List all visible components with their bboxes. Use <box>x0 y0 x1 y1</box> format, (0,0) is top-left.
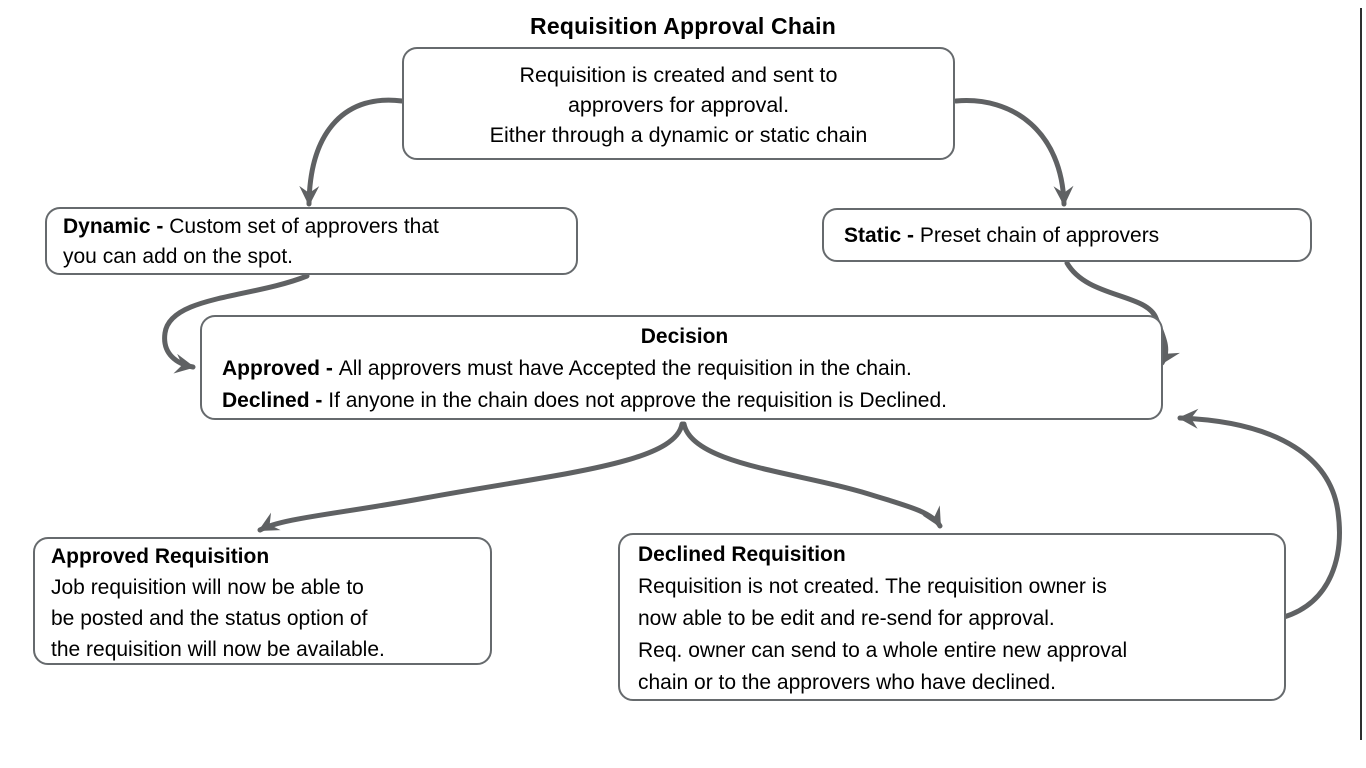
node-text-line: Static -Preset chain of approvers <box>844 220 1159 251</box>
node-text-line: Requisition is not created. The requisit… <box>638 575 1107 598</box>
node-declined-requisition: Declined Requisition Requisition is not … <box>618 533 1286 701</box>
node-text-line: Dynamic -Custom set of approvers that <box>63 212 566 242</box>
node-text-line: Job requisition will now be able to <box>51 576 364 599</box>
arrow-dynamic-to-decision <box>162 273 310 374</box>
node-term-label: Approved - <box>222 357 333 380</box>
node-heading: Declined Requisition <box>638 543 846 566</box>
node-static-chain: Static -Preset chain of approvers <box>822 208 1312 262</box>
node-text-line: Req. owner can send to a whole entire ne… <box>638 639 1128 662</box>
node-term-text: If anyone in the chain does not approve … <box>328 389 947 412</box>
arrow-start-to-static <box>953 98 1074 207</box>
node-dynamic-chain: Dynamic -Custom set of approvers that yo… <box>45 207 578 275</box>
node-term-text: Preset chain of approvers <box>919 223 1160 247</box>
node-approved-requisition: Approved Requisition Job requisition wil… <box>33 537 492 665</box>
node-decision: Decision Approved -All approvers must ha… <box>200 315 1163 420</box>
arrow-static-to-decision <box>1064 260 1180 366</box>
arrow-start-to-dynamic <box>299 97 405 207</box>
node-heading: Decision <box>640 325 729 348</box>
node-heading: Approved Requisition <box>51 545 270 568</box>
node-term-label: Declined - <box>222 389 323 412</box>
node-term-label: Dynamic - <box>63 215 164 238</box>
node-term-text: Custom set of approvers that <box>169 215 439 238</box>
arrow-decision-to-approved <box>257 421 685 533</box>
node-text-line: Approved -All approvers must have Accept… <box>222 353 1147 385</box>
node-text-line: you can add on the spot. <box>63 245 294 268</box>
node-text-line: chain or to the approvers who have decli… <box>638 671 1056 694</box>
node-text-line: the requisition will now be available. <box>51 638 385 661</box>
node-term-text: All approvers must have Accepted the req… <box>338 357 912 380</box>
node-requisition-created: Requisition is created and sent to appro… <box>402 47 955 160</box>
node-text-line: now able to be edit and re-send for appr… <box>638 607 1055 630</box>
node-text-line: approvers for approval. <box>567 93 790 117</box>
arrow-decision-to-declined <box>681 421 943 529</box>
node-text-line: Either through a dynamic or static chain <box>489 123 868 147</box>
canvas-right-edge <box>1360 8 1362 740</box>
diagram-title: Requisition Approval Chain <box>530 13 836 39</box>
node-text-line: Declined -If anyone in the chain does no… <box>222 385 1147 417</box>
node-text-line: be posted and the status option of <box>51 607 368 630</box>
arrow-declined-back-to-decision <box>1177 408 1342 620</box>
node-text-line: Requisition is created and sent to <box>519 63 838 87</box>
node-term-label: Static - <box>844 223 915 247</box>
